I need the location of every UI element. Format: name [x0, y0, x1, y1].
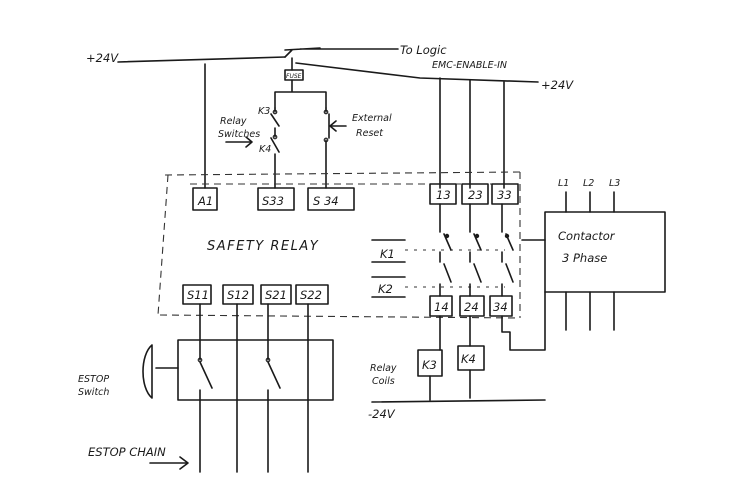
external-reset-label-2: Reset [356, 128, 384, 139]
terminal-a1: A1 [197, 194, 213, 208]
phase-l1: L1 [558, 178, 569, 189]
terminal-s33: S33 [262, 194, 284, 208]
estop-chain-label: ESTOP CHAIN [88, 445, 166, 459]
estop-switch [142, 303, 334, 473]
relay-coils [371, 291, 546, 403]
fuse [284, 69, 304, 81]
terminal-23: 23 [468, 188, 483, 202]
contactor-label-2: 3 Phase [562, 251, 607, 265]
supply-wiring [117, 47, 539, 189]
safety-relay-label: SAFETY RELAY [207, 239, 319, 254]
terminal-34: 34 [493, 300, 508, 314]
estop-switch-label-2: Switch [78, 387, 109, 398]
phase-l2: L2 [583, 178, 594, 189]
terminal-14: 14 [434, 300, 449, 314]
contactor [521, 191, 666, 331]
to-logic-label: To Logic [400, 43, 447, 57]
to-logic-signal-label: EMC-ENABLE-IN [432, 60, 507, 71]
k2-label: K2 [378, 282, 393, 296]
estop-terminals [182, 284, 329, 305]
external-reset-label-1: External [352, 113, 392, 124]
k1-label: K1 [380, 247, 395, 261]
relay-switches-label-1: Relay [220, 116, 247, 127]
supply-top-label: +24V [86, 51, 119, 65]
supply-bottom-label: -24V [368, 407, 396, 421]
relay-coils-label-2: Coils [372, 376, 395, 387]
relay-coils-label-1: Relay [370, 363, 397, 374]
arrow-icon [149, 120, 347, 470]
coil-k4: K4 [461, 352, 476, 366]
k3-contact-label: K3 [258, 106, 270, 117]
fuse-label: FUSE [286, 73, 302, 80]
phase-l3: L3 [609, 178, 620, 189]
relay-contacts [371, 203, 514, 298]
estop-switch-label-1: ESTOP [78, 374, 109, 385]
bottom-output-terminals [429, 295, 513, 317]
coil-k3: K3 [422, 358, 437, 372]
terminal-s21: S21 [265, 288, 287, 302]
terminal-24: 24 [464, 300, 479, 314]
terminal-s22: S22 [300, 288, 322, 302]
safety-relay-housing [157, 171, 521, 319]
k4-contact-label: K4 [259, 144, 271, 155]
top-terminals [192, 183, 519, 211]
relay-switches-label-2: Switches [218, 129, 260, 140]
terminal-13: 13 [436, 188, 451, 202]
terminal-s34: S 34 [313, 194, 339, 208]
contactor-label-1: Contactor [558, 229, 616, 243]
terminal-s11: S11 [187, 288, 209, 302]
supply-right-label: +24V [541, 78, 574, 92]
terminal-33: 33 [497, 188, 512, 202]
terminal-s12: S12 [227, 288, 249, 302]
